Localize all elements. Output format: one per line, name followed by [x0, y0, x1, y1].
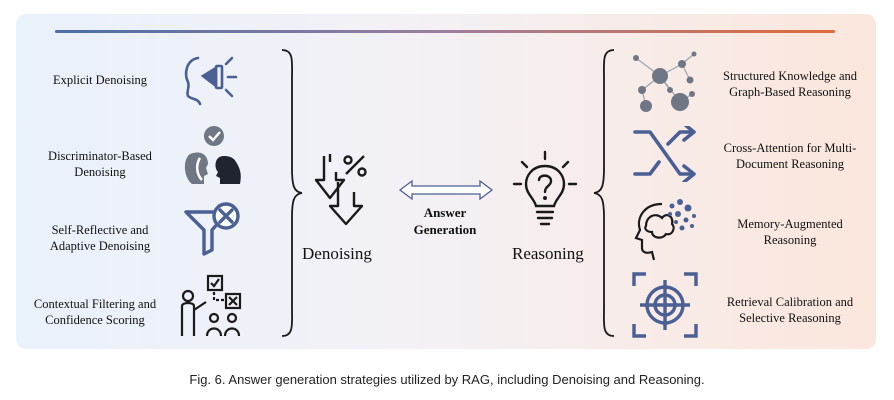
double-arrow-icon [398, 179, 494, 201]
megaphone-icon [184, 56, 238, 106]
figure-caption: Fig. 6. Answer generation strategies uti… [189, 372, 705, 387]
funnel-x-icon [184, 202, 240, 256]
diagram-panel [16, 14, 876, 349]
right-label-cross-attention: Cross-Attention for Multi-Document Reaso… [723, 141, 857, 171]
head-discriminator-icon [184, 126, 241, 184]
left-label-explicit-denoising: Explicit Denoising [52, 73, 148, 87]
presenter-checklist-icon [180, 274, 242, 337]
lightbulb-question-icon [512, 150, 578, 226]
graph-nodes-icon [633, 51, 697, 112]
target-crosshair-icon [632, 272, 698, 338]
brain-head-icon [634, 199, 696, 261]
reasoning-label: Reasoning [512, 244, 584, 263]
denoising-arrows-percent-icon [314, 154, 367, 226]
left-brace [281, 49, 303, 337]
right-brace [593, 49, 615, 337]
gradient-top-line [55, 30, 835, 33]
denoising-label: Denoising [302, 244, 372, 263]
shuffle-arrows-icon [633, 126, 696, 182]
